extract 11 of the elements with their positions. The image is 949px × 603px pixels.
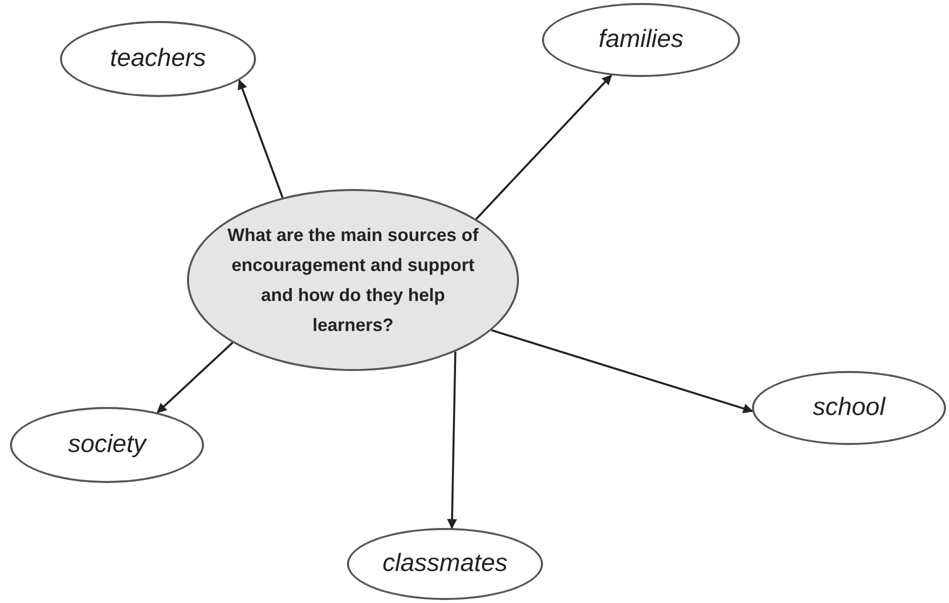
- arrow: [491, 329, 754, 414]
- topic-label: school: [812, 392, 886, 424]
- question-text: What are the main sources of encouragement and support and how do they help learners?: [226, 224, 480, 337]
- arrow: [238, 79, 284, 198]
- arrow: [447, 352, 458, 530]
- topic-label: classmates: [382, 548, 508, 580]
- arrow: [476, 74, 612, 220]
- topic-label: teachers: [110, 43, 206, 74]
- arrow: [156, 342, 234, 414]
- topic-label: families: [598, 24, 684, 56]
- topic-label: society: [68, 429, 146, 460]
